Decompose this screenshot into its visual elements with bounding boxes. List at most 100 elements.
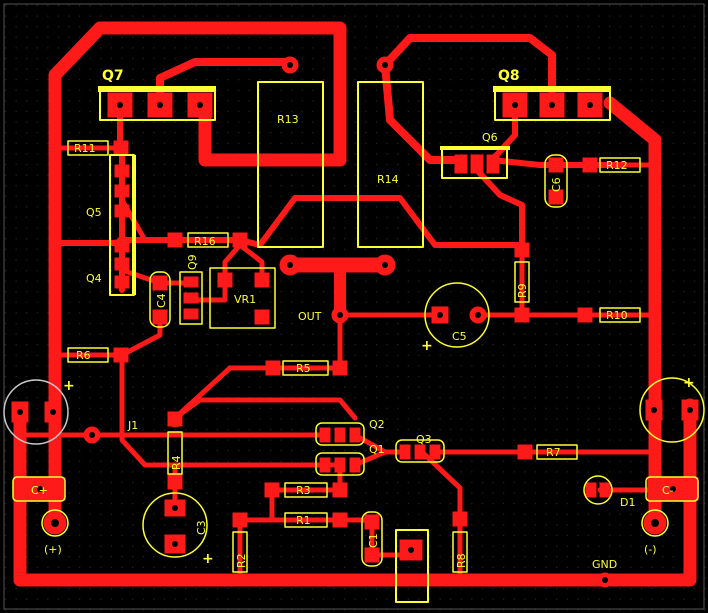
pad-c1-top	[364, 514, 380, 530]
label-r1: R1	[296, 514, 311, 527]
pad-r10-l	[577, 307, 593, 323]
pad-c4-bot	[152, 309, 168, 325]
pad-q9-1	[183, 276, 199, 288]
q2-outline	[315, 422, 365, 446]
r12-outline	[599, 157, 641, 173]
pad-vr1-2	[254, 272, 270, 288]
c3-outline	[142, 492, 208, 558]
pad-r6-r	[113, 347, 129, 363]
hole	[50, 409, 56, 415]
pad-r6-l	[48, 348, 62, 362]
pad-q6-3	[486, 154, 500, 174]
q3-outline	[395, 439, 445, 463]
hole	[172, 541, 178, 547]
label-out: OUT	[298, 310, 322, 323]
module-outline	[395, 529, 429, 603]
pad-r5-l	[265, 360, 281, 376]
cplus-outline	[12, 476, 66, 502]
label-r4: R4	[170, 455, 183, 470]
cminus-outline	[645, 476, 699, 502]
pad-q5-3	[114, 204, 130, 218]
pad-q2-2	[334, 427, 346, 443]
label-capR-plus: +	[683, 375, 695, 391]
label-q1: Q1	[369, 443, 385, 456]
pad-d1-2	[599, 482, 611, 498]
hole	[670, 486, 676, 492]
pad-q7-2	[147, 92, 173, 118]
label-r13: R13	[277, 113, 299, 126]
pad-c1-bot	[364, 547, 380, 563]
pad-r9-top	[514, 242, 530, 258]
pad-r11-r	[113, 140, 129, 156]
r10-outline	[599, 307, 641, 323]
r11-outline	[67, 140, 109, 156]
silkscreen-layer: Q7 Q8 R13 R14 Q6 R11 Q5 R16 Q4 Q9 C4 VR1…	[3, 68, 705, 603]
label-c1: C1	[367, 533, 380, 548]
pad-q2-1	[319, 427, 331, 443]
pad-q9-3	[183, 308, 199, 320]
pad-q5-2	[114, 184, 130, 198]
hole	[37, 486, 43, 492]
pad-c6-bot	[548, 189, 564, 205]
label-q6: Q6	[482, 131, 498, 144]
label-r7: R7	[546, 446, 561, 459]
q7-tab	[98, 86, 216, 92]
hole	[157, 102, 163, 108]
c5-outline	[424, 282, 490, 348]
pad-r4-bot	[167, 474, 183, 490]
r6-outline	[67, 347, 109, 363]
pad-r3-r	[332, 482, 348, 498]
hole	[51, 519, 59, 527]
c6-outline	[544, 154, 568, 208]
pad-q1-1	[319, 457, 331, 473]
q1-outline	[315, 452, 365, 476]
label-q2: Q2	[369, 418, 385, 431]
pad-r4-top	[167, 411, 183, 427]
pad-q1-3	[349, 457, 361, 473]
pad-r1-l	[232, 512, 248, 528]
label-r11: R11	[74, 142, 96, 155]
hole	[475, 312, 481, 318]
hole	[602, 577, 608, 583]
pad-r3-l	[264, 482, 280, 498]
r2-outline	[232, 531, 248, 573]
label-cplus: C+	[31, 484, 48, 497]
pad-q1-2	[334, 457, 346, 473]
pad-r9-bot	[514, 307, 530, 323]
r8-outline	[452, 531, 468, 573]
label-capL-plus: +	[63, 378, 75, 394]
hole	[512, 102, 518, 108]
label-c6: C6	[550, 177, 563, 192]
hole	[172, 505, 178, 511]
hole	[382, 62, 388, 68]
label-r9: R9	[516, 283, 529, 298]
label-q5: Q5	[86, 206, 102, 219]
pad-q4-2	[114, 257, 130, 271]
c4-outline	[149, 271, 171, 328]
q9-outline	[179, 271, 203, 325]
r1-outline	[284, 512, 328, 528]
label-c5: C5	[452, 330, 467, 343]
pad-q9-2	[183, 292, 199, 304]
label-r6: R6	[76, 349, 91, 362]
pad-q3-2	[414, 444, 426, 460]
label-term-plus: (+)	[44, 543, 62, 556]
trace-r6-down	[119, 352, 343, 468]
pad-d1-1	[585, 482, 597, 498]
trace-r14-mid	[257, 195, 525, 248]
r3-outline	[284, 482, 328, 498]
r9-outline	[514, 261, 530, 303]
hole	[197, 102, 203, 108]
hole	[382, 262, 388, 268]
pad-q6-2	[470, 154, 484, 174]
label-q9: Q9	[186, 254, 199, 270]
pad-holes	[17, 62, 693, 583]
hole	[89, 432, 95, 438]
label-r16: R16	[194, 235, 216, 248]
label-r14: R14	[377, 173, 399, 186]
hole	[408, 547, 414, 553]
pad-vr1-1	[217, 272, 233, 288]
label-r8: R8	[455, 553, 468, 568]
trace-q3-r8	[419, 449, 463, 583]
